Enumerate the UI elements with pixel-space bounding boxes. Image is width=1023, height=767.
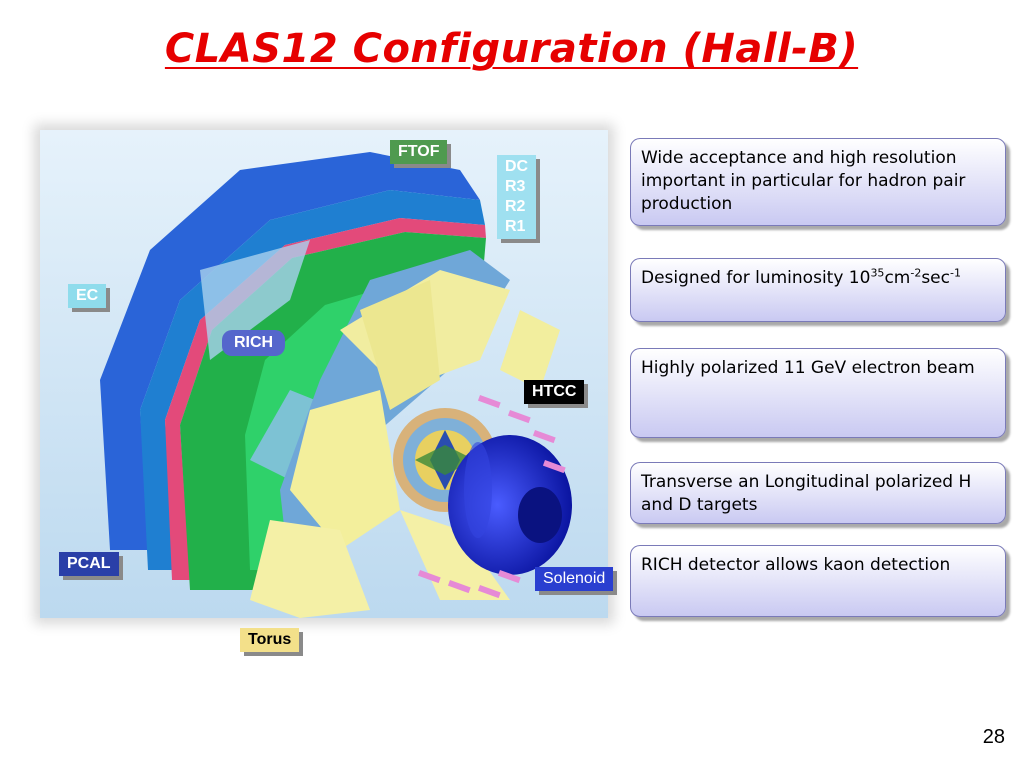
htcc-label: HTCC — [524, 380, 585, 404]
info-box-beam: Highly polarized 11 GeV electron beam — [630, 348, 1006, 438]
info-box-rich: RICH detector allows kaon detection — [630, 545, 1006, 617]
info-box-acceptance: Wide acceptance and high resolution impo… — [630, 138, 1006, 226]
dc-label: DC R3 R2 R1 — [497, 155, 537, 239]
torus-label: Torus — [240, 628, 300, 652]
ec-label: EC — [68, 284, 107, 308]
info-luminosity-sec: sec — [921, 268, 950, 288]
info-luminosity-exp1: 35 — [870, 266, 885, 280]
info-beam-text: Highly polarized 11 GeV electron beam — [641, 358, 975, 378]
info-box-luminosity: Designed for luminosity 1035cm-2sec-1 — [630, 258, 1006, 322]
pcal-label: PCAL — [59, 552, 119, 576]
torus-coil-left — [290, 390, 400, 550]
info-rich-text: RICH detector allows kaon detection — [641, 555, 951, 575]
info-box-targets: Transverse an Longitudinal polarized H a… — [630, 462, 1006, 524]
ec-band — [100, 152, 480, 550]
info-luminosity-exp3: -1 — [950, 266, 961, 280]
page-number: 28 — [982, 726, 1005, 748]
ftof-label: FTOF — [390, 140, 448, 164]
slide-title: CLAS12 Configuration (Hall-B) — [164, 26, 859, 72]
info-acceptance-text: Wide acceptance and high resolution impo… — [641, 148, 966, 214]
info-luminosity-unit: cm — [884, 268, 911, 288]
torus-coil-bottom — [250, 520, 370, 618]
info-luminosity-prefix: Designed for luminosity 10 — [641, 268, 871, 288]
solenoid-label: Solenoid — [535, 567, 614, 591]
info-targets-text: Transverse an Longitudinal polarized H a… — [641, 472, 972, 515]
forward-sticks — [417, 394, 566, 599]
info-luminosity-exp2: -2 — [910, 266, 922, 280]
rich-label: RICH — [222, 330, 286, 356]
